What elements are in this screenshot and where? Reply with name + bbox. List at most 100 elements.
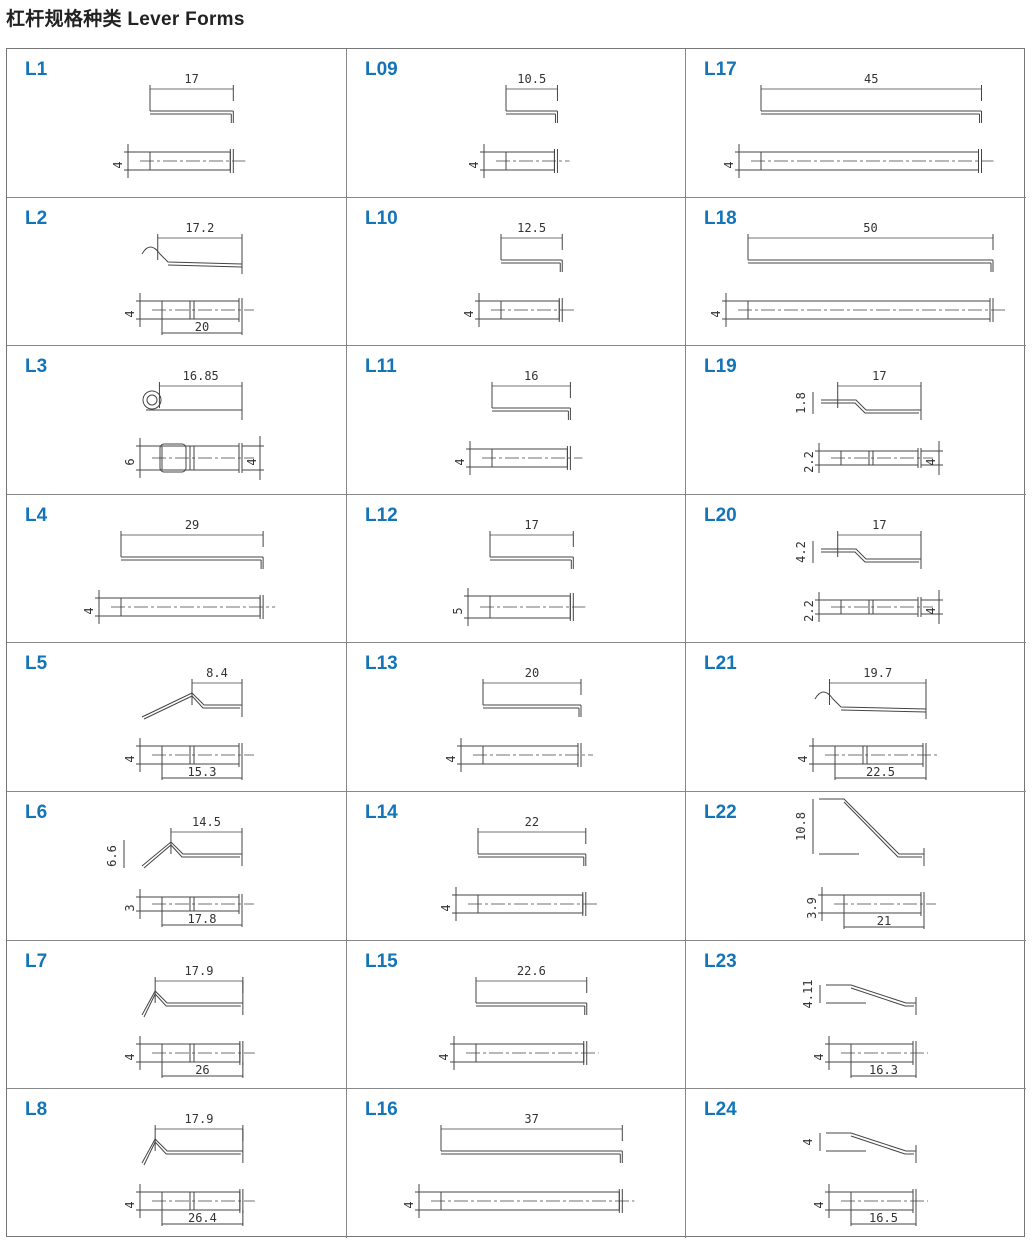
height-dimension: 4: [123, 756, 137, 763]
lever-label: L18: [704, 207, 737, 229]
lever-label: L13: [365, 653, 398, 675]
lever-diagram: 4 4 16.5: [801, 1132, 928, 1227]
height-dimension: 4: [123, 1053, 137, 1060]
side-dimension: 1.8: [794, 392, 808, 414]
top-dimension: 22: [525, 815, 539, 829]
bottom-dimension: 26.4: [188, 1211, 217, 1225]
side-dimension: 4: [801, 1139, 815, 1146]
lever-cell-l24: L24 4 4 16.5: [686, 1089, 1026, 1238]
lever-label: L15: [365, 950, 398, 972]
top-dimension: 29: [185, 518, 199, 532]
lever-diagram: 175: [451, 518, 586, 626]
lever-label: L14: [365, 802, 398, 823]
lever-drawing: 164: [453, 369, 583, 476]
height-dimension: 4: [82, 607, 96, 614]
lever-cell-l14: L14 22 4: [347, 792, 686, 941]
lever-drawing: 20 4: [444, 666, 593, 773]
lever-diagram: 12.54: [462, 221, 575, 327]
side-dimension: 4.11: [801, 979, 815, 1008]
top-dimension: 17: [872, 369, 886, 383]
lever-label: L11: [365, 356, 397, 378]
height-dimension: 4: [439, 904, 453, 911]
lever-diagram: 17.9 4 26.4: [123, 1112, 255, 1227]
height-dimension: 4: [467, 161, 481, 168]
height-dimension: 4: [437, 1053, 451, 1060]
side-dimension: 10.8: [794, 812, 808, 841]
lever-cell-l3: L3 16.85 6 4: [7, 346, 347, 495]
height-dimension: 2.2: [802, 451, 816, 473]
lever-drawing: 17.9 4 26.4: [123, 1112, 255, 1227]
lever-label: L3: [25, 356, 48, 378]
top-dimension: 17: [184, 72, 198, 86]
height-dimension: 4: [796, 756, 810, 763]
page-title: 杠杆规格种类 Lever Forms: [6, 9, 245, 30]
right-dimension: 4: [924, 459, 938, 466]
lever-drawing: 17.9 4 26: [123, 964, 255, 1078]
height-dimension: 4: [444, 756, 458, 763]
height-dimension: 3.9: [805, 897, 819, 919]
lever-diagram: 374: [402, 1112, 635, 1219]
bottom-dimension: 16.5: [869, 1211, 898, 1225]
top-dimension: 20: [525, 666, 539, 680]
top-dimension: 16: [524, 369, 538, 383]
lever-label: L23: [704, 950, 737, 972]
right-dimension: 4: [245, 459, 259, 466]
lever-drawing: 374: [402, 1112, 635, 1219]
bottom-dimension: 26: [195, 1063, 209, 1077]
height-dimension: 4: [462, 310, 476, 317]
lever-label: L1: [25, 59, 48, 80]
height-dimension: 3: [123, 904, 137, 911]
lever-cell-l7: L7 17.9 4 26: [7, 940, 347, 1090]
lever-label: L4: [25, 504, 48, 526]
top-dimension: 50: [863, 221, 877, 235]
lever-drawing: 29 4: [82, 518, 276, 624]
top-dimension: 17.9: [185, 1112, 214, 1126]
top-dimension: 17.9: [185, 964, 214, 978]
top-dimension: 10.5: [517, 72, 546, 86]
lever-label: L7: [25, 950, 48, 972]
lever-diagram: 22 4: [439, 815, 598, 921]
height-dimension: 2.2: [802, 600, 816, 622]
lever-label: L12: [365, 504, 398, 526]
bottom-dimension: 21: [877, 914, 891, 928]
lever-label: L16: [365, 1099, 398, 1121]
side-dimension: 4.2: [794, 541, 808, 563]
top-dimension: 22.6: [517, 964, 546, 978]
lever-diagram: 16.85 6 4: [123, 369, 264, 481]
lever-cell-l4: L4 29 4: [7, 494, 347, 644]
lever-cell-l13: L13 20 4: [347, 643, 686, 792]
lever-label: L10: [365, 207, 398, 229]
height-dimension: 4: [402, 1202, 416, 1209]
height-dimension: 6: [123, 459, 137, 466]
lever-label: L2: [25, 207, 48, 229]
bottom-dimension: 17.8: [188, 912, 217, 926]
lever-drawing: 504: [709, 221, 1005, 327]
height-dimension: 4: [812, 1202, 826, 1209]
height-dimension: 4: [123, 1202, 137, 1209]
lever-label: L17: [704, 59, 737, 80]
lever-diagram: 164: [453, 369, 583, 476]
height-dimension: 4: [812, 1053, 826, 1060]
top-dimension: 14.5: [192, 815, 221, 829]
lever-drawing: 22.64: [437, 964, 599, 1070]
height-dimension: 5: [451, 607, 465, 614]
top-dimension: 12.5: [517, 221, 546, 235]
lever-diagram: 10.8 3.9 21: [794, 798, 936, 929]
top-dimension: 8.4: [206, 666, 228, 680]
top-dimension: 16.85: [183, 369, 219, 383]
lever-diagram: 504: [709, 221, 1005, 327]
lever-label: L24: [704, 1099, 737, 1121]
